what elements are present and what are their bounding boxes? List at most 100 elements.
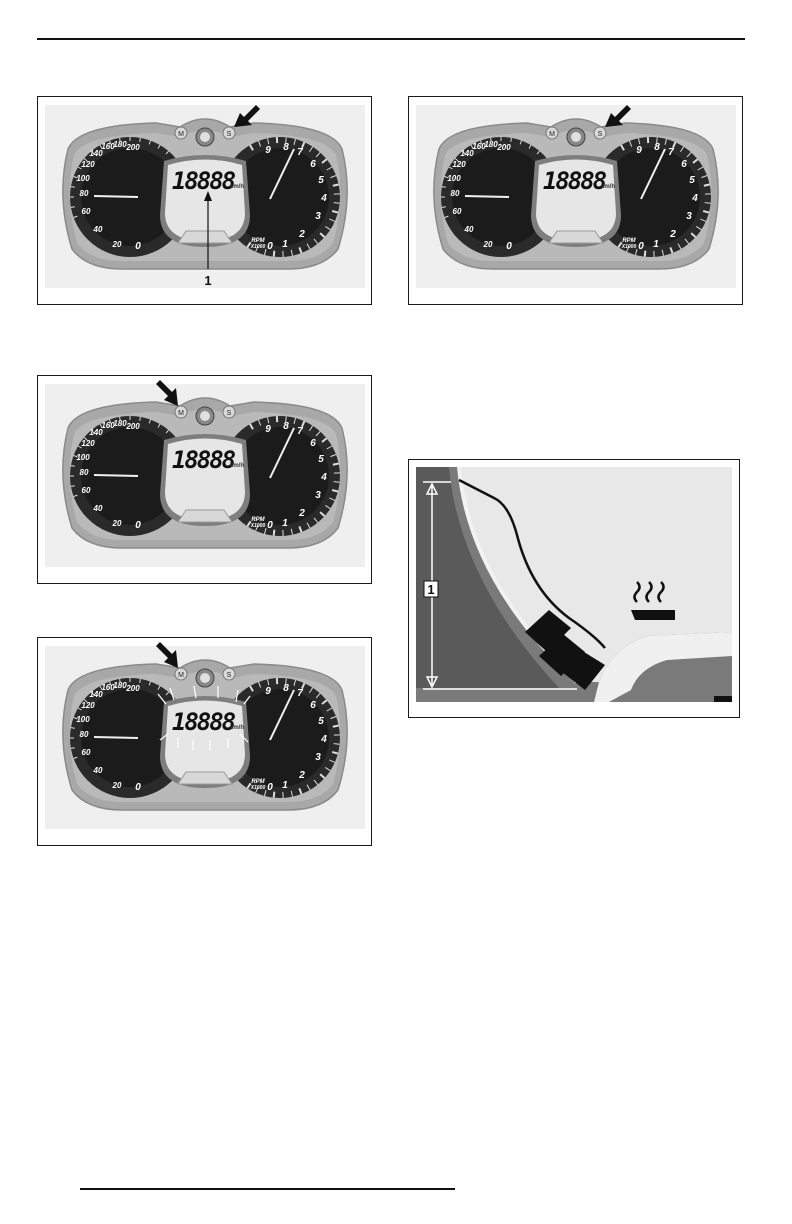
speed-tick-label: 0 [506, 241, 512, 252]
rpm-tick-label: 8 [654, 142, 660, 153]
rpm-tick-label: 6 [310, 700, 316, 711]
pointer-arrow [156, 380, 178, 406]
mode-button-label: M [178, 131, 184, 138]
callout-number: 1 [427, 582, 434, 597]
rpm-tick-label: 9 [265, 424, 271, 435]
speed-tick-label: 160 [101, 142, 115, 151]
set-button-label: S [227, 131, 232, 138]
lcd-digits: 18888 [172, 167, 236, 195]
callout-number: 1 [204, 273, 211, 288]
rpm-tick-label: 1 [282, 518, 288, 529]
lcd-screen [536, 159, 616, 241]
rpm-tick-label: 9 [636, 145, 642, 156]
rpm-tick-label: 1 [282, 239, 288, 250]
set-button [222, 667, 236, 681]
rpm-tick-label: 8 [283, 142, 289, 153]
speed-tick-label: 200 [496, 143, 511, 152]
rpm-tick-label: 4 [320, 472, 327, 483]
speed-tick-label: 0 [135, 782, 141, 793]
rpm-tick-label: 5 [318, 175, 324, 186]
set-button-label: S [227, 410, 232, 417]
rpm-label: RPM [251, 779, 265, 785]
rpm-tick-label: 0 [267, 241, 273, 252]
rpm-tick-label: 7 [297, 147, 303, 158]
speed-tick-label: 40 [93, 225, 103, 234]
rpm-tick-label: 5 [318, 454, 324, 465]
lcd-digits: 18888 [172, 708, 236, 736]
speed-tick-label: 100 [76, 453, 90, 462]
lcd-screen [165, 438, 245, 520]
set-button [222, 405, 236, 419]
rpm-multiplier: X1000 [250, 244, 266, 250]
rpm-label: RPM [251, 517, 265, 523]
speed-tick-label: 60 [82, 207, 91, 216]
speed-tick-label: 20 [483, 240, 493, 249]
rpm-tick-label: 5 [318, 716, 324, 727]
speed-tick-label: 60 [453, 207, 462, 216]
speed-tick-label: 160 [472, 142, 486, 151]
speed-needle [93, 474, 139, 477]
speed-tick-label: 20 [112, 240, 122, 249]
set-button [222, 126, 236, 140]
mode-button-label: M [549, 131, 555, 138]
speed-tick-label: 80 [80, 730, 89, 739]
detail-svg: 1 [416, 466, 732, 702]
rpm-multiplier: X1000 [621, 244, 637, 250]
speed-needle [93, 195, 139, 198]
speed-tick-label: 180 [113, 419, 127, 428]
speed-tick-label: 180 [484, 140, 498, 149]
rpm-tick-label: 3 [686, 211, 692, 222]
rpm-tick-label: 7 [668, 147, 674, 158]
speed-tick-label: 40 [93, 504, 103, 513]
rpm-tick-label: 0 [638, 241, 644, 252]
rpm-tick-label: 0 [267, 782, 273, 793]
speed-tick-label: 20 [112, 781, 122, 790]
rpm-tick-label: 3 [315, 211, 321, 222]
speed-tick-label: 60 [82, 748, 91, 757]
header-rule [37, 38, 745, 40]
rpm-multiplier: X1000 [250, 785, 266, 791]
speed-tick-label: 60 [82, 486, 91, 495]
speed-needle [93, 736, 139, 739]
mode-button-label: M [178, 410, 184, 417]
speed-tick-label: 80 [80, 189, 89, 198]
mode-button [174, 667, 188, 681]
lcd-units: km/h [601, 184, 615, 190]
coolant-temperature-icon [631, 581, 675, 620]
speed-tick-label: 140 [89, 149, 103, 158]
rpm-tick-label: 0 [267, 520, 273, 531]
rpm-tick-label: 9 [265, 145, 271, 156]
speed-tick-label: 160 [101, 683, 115, 692]
speed-tick-label: 140 [89, 690, 103, 699]
flashing-indicator-lines [157, 685, 251, 750]
lcd-screen [165, 700, 245, 782]
rpm-tick-label: 3 [315, 752, 321, 763]
speed-tick-label: 180 [113, 681, 127, 690]
mode-button [174, 126, 188, 140]
lcd-units: km/h [230, 463, 244, 469]
rpm-tick-label: 2 [298, 770, 305, 781]
rpm-tick-label: 6 [681, 159, 687, 170]
rpm-tick-label: 2 [298, 229, 305, 240]
speed-tick-label: 180 [113, 140, 127, 149]
pointer-arrow [156, 642, 178, 668]
pointer-arrow [605, 105, 631, 127]
set-button-label: S [598, 131, 603, 138]
speed-tick-label: 100 [447, 174, 461, 183]
speed-tick-label: 200 [125, 684, 140, 693]
